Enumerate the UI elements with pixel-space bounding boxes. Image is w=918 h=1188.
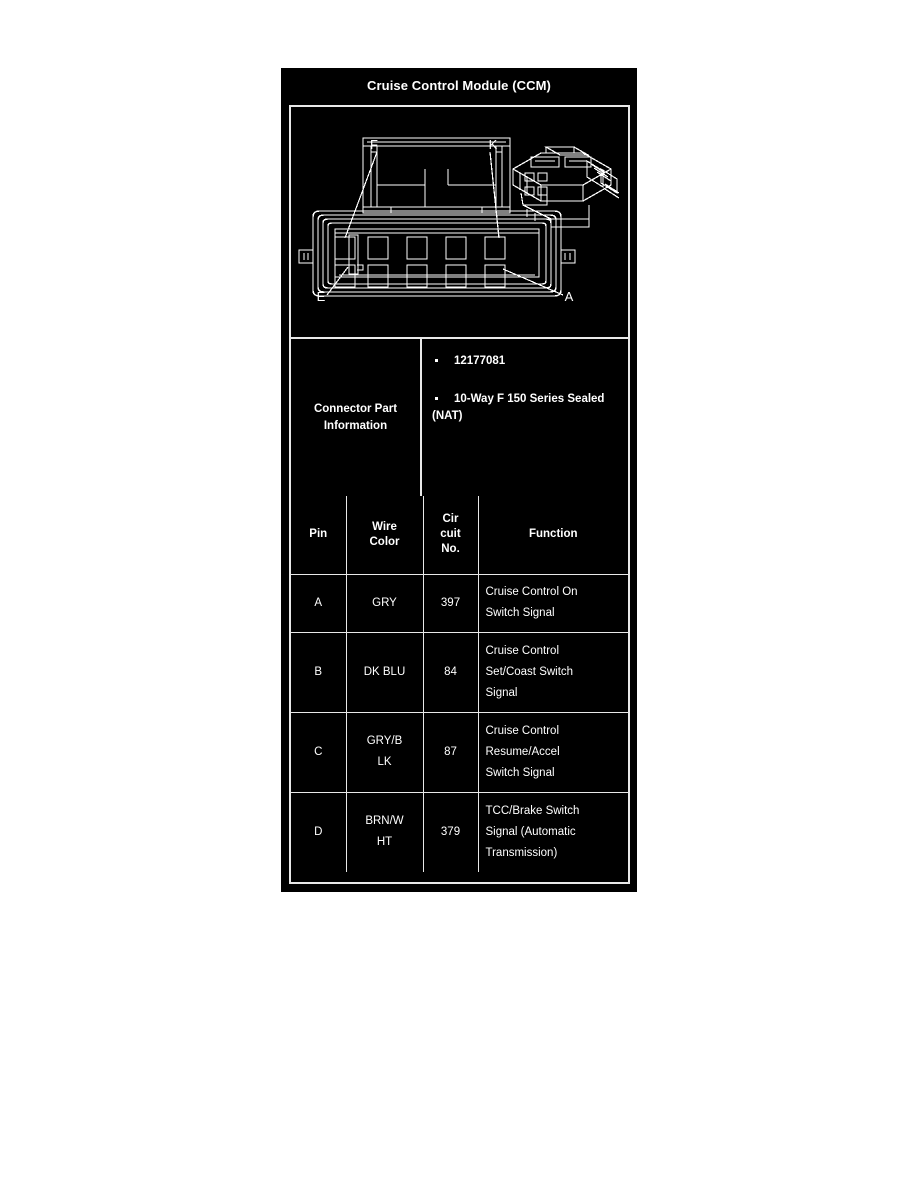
cell-function: TCC/Brake Switch Signal (Automatic Trans… <box>477 791 628 872</box>
cell-wire-color: GRY <box>345 573 424 633</box>
table-row: C GRY/B LK 87 Cruise Control Resume/Acce… <box>291 711 628 793</box>
connector-part-bullet-2: 10-Way F 150 Series Sealed (NAT) <box>432 391 620 425</box>
circuit-head-line2: cuit <box>440 528 461 541</box>
table-header-row: Pin Wire Color Cir cuit No. Function <box>291 496 628 575</box>
cell-pin: C <box>291 711 347 793</box>
cell-function: Cruise Control Resume/Accel Switch Signa… <box>477 711 628 793</box>
table-row: B DK BLU 84 Cruise Control Set/Coast Swi… <box>291 631 628 713</box>
connector-part-desc-line1: 10-Way F 150 Series <box>454 393 565 405</box>
cell-wire-color: DK BLU <box>345 631 424 713</box>
connector-detail-box: F K E A Connector Part Information 12177… <box>289 105 630 884</box>
cell-wire-color: BRN/W HT <box>345 791 424 872</box>
cell-function: Cruise Control Set/Coast Switch Signal <box>477 631 628 713</box>
connector-part-information-label: Connector Part Information <box>291 339 422 496</box>
column-header-circuit-no: Cir cuit No. <box>422 496 479 575</box>
function-line1: Cruise Control <box>485 644 560 657</box>
column-header-pin: Pin <box>291 496 347 575</box>
wire-color-line2: HT <box>376 836 393 849</box>
connector-front-face <box>298 137 576 297</box>
function-line3: Switch Signal <box>485 766 555 779</box>
column-header-function: Function <box>477 496 628 575</box>
callout-leaders <box>326 151 564 296</box>
connector-drawing: F K E A <box>298 137 620 304</box>
wire-color-head-line2: Color <box>369 535 400 548</box>
table-row: D BRN/W HT 379 TCC/Brake Switch Signal (… <box>291 791 628 872</box>
wire-color-line2: LK <box>377 756 392 768</box>
cell-function: Cruise Control On Switch Signal <box>477 573 628 633</box>
function-line2: Set/Coast Switch <box>485 665 574 678</box>
bullet-dot-icon <box>435 397 438 400</box>
page-title: Cruise Control Module (CCM) <box>367 78 551 93</box>
callout-label-K: K <box>489 137 498 152</box>
ccm-connector-panel: Cruise Control Module (CCM) <box>281 68 637 892</box>
function-line3: Signal <box>485 686 518 699</box>
callout-label-F: F <box>370 137 378 152</box>
function-line3: Transmission) <box>485 846 558 859</box>
cell-circuit-no: 84 <box>422 631 479 713</box>
callout-label-A: A <box>565 289 574 304</box>
column-header-wire-color: Wire Color <box>345 496 424 575</box>
cell-circuit-no: 397 <box>422 573 479 633</box>
info-label-line2: Information <box>323 419 388 432</box>
connector-face-diagram: F K E A <box>291 107 628 337</box>
function-line1: Cruise Control <box>485 724 560 737</box>
info-label-line1: Connector Part <box>313 402 398 415</box>
circuit-head-line1: Cir <box>442 513 459 526</box>
cell-pin: A <box>291 573 347 633</box>
bullet-dot-icon <box>435 359 438 362</box>
cell-pin: D <box>291 791 347 872</box>
wire-color-line1: GRY/B <box>366 735 403 747</box>
connector-part-number: 12177081 <box>454 355 506 367</box>
connector-3d-view <box>512 146 620 228</box>
table-row: A GRY 397 Cruise Control On Switch Signa… <box>291 573 628 633</box>
pin-assignment-table: Pin Wire Color Cir cuit No. Function A <box>291 496 628 872</box>
cell-pin: B <box>291 631 347 713</box>
connector-part-information-value: 12177081 10-Way F 150 Series Sealed (NAT… <box>422 339 628 496</box>
connector-part-information-row: Connector Part Information 12177081 10-W… <box>291 337 628 496</box>
connector-part-bullet-1: 12177081 <box>432 353 620 370</box>
cell-wire-color: GRY/B LK <box>345 711 424 793</box>
wire-color-line1: BRN/W <box>365 815 404 828</box>
wire-color-head-line1: Wire <box>372 520 397 533</box>
circuit-head-line3: No. <box>441 543 460 556</box>
connector-part-desc-line2: Sealed (NAT) <box>432 393 605 422</box>
cell-circuit-no: 87 <box>422 711 479 793</box>
cell-circuit-no: 379 <box>422 791 479 872</box>
function-line2: Switch Signal <box>485 607 555 619</box>
function-line1: Cruise Control On <box>485 586 578 598</box>
function-line1: TCC/Brake Switch <box>485 804 580 817</box>
function-line2: Signal (Automatic <box>485 825 576 838</box>
callout-label-E: E <box>317 289 326 304</box>
function-line2: Resume/Accel <box>485 745 560 758</box>
